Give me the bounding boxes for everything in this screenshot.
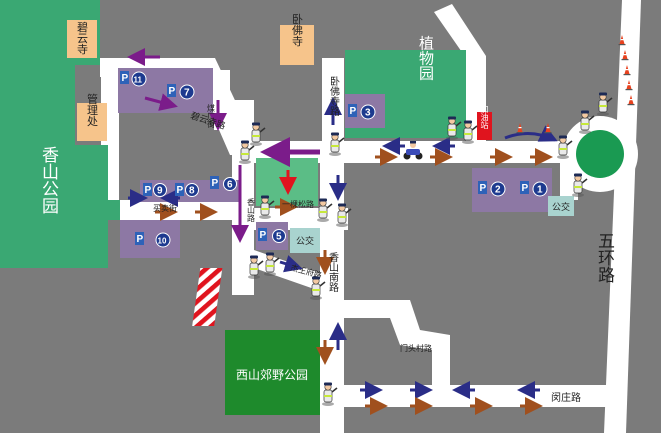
gas-station-box	[477, 112, 492, 140]
svg-text:P: P	[145, 185, 152, 196]
fifth-ring-road-label: 五环路	[594, 232, 615, 283]
management-office-label: 管理处	[86, 92, 99, 127]
svg-text:P: P	[137, 234, 144, 245]
mentoucun-road-label: 门头村路	[400, 343, 432, 353]
svg-text:8: 8	[189, 186, 195, 197]
xishan-park-label: 西山郊野公园	[236, 368, 308, 382]
svg-text:P: P	[260, 230, 267, 241]
roundabout-island	[576, 130, 624, 178]
svg-text:6: 6	[227, 180, 233, 191]
svg-text:10: 10	[158, 237, 167, 246]
botanical-garden-north-road	[434, 4, 486, 141]
restricted-zone	[192, 268, 223, 326]
parking-markers: P 11 P 7 P 3 P 9 P 8 P 6 P 10 P	[120, 71, 548, 248]
svg-text:1: 1	[537, 185, 543, 196]
gas-station-label: 加油站	[480, 104, 489, 130]
xiangshan-road-label: 香山路	[247, 197, 256, 222]
svg-text:2: 2	[495, 185, 501, 196]
bus-stop-east-label: 公交	[552, 201, 570, 213]
police-motorcycle-icon	[403, 141, 423, 160]
parking-lot-7-11	[118, 68, 213, 113]
svg-text:5: 5	[276, 232, 282, 243]
wofo-temple-road-label: 卧佛寺路	[328, 75, 340, 117]
botanical-garden-label: 植物园	[417, 36, 435, 81]
minzhuang-road-label: 闵庄路	[551, 391, 581, 404]
xiangshan-park-label: 香山公园	[38, 146, 59, 214]
svg-text:3: 3	[365, 108, 371, 119]
svg-text:9: 9	[157, 186, 163, 197]
svg-text:7: 7	[184, 88, 190, 99]
xishan-park-area	[225, 330, 320, 415]
biyun-temple-box	[67, 20, 97, 58]
traffic-arrows	[127, 48, 558, 415]
svg-text:P: P	[350, 106, 357, 117]
svg-text:P: P	[169, 86, 176, 97]
svg-text:P: P	[177, 185, 184, 196]
bus-stop-east-box	[548, 196, 574, 216]
yikesong-road-label: 一棵松路	[282, 199, 314, 209]
xiangshan-park-area	[0, 0, 120, 268]
svg-text:11: 11	[134, 76, 143, 85]
wofo-temple-box	[280, 25, 314, 65]
svg-text:P: P	[122, 73, 129, 84]
management-office-box	[77, 103, 107, 141]
meichang-street-label: 煤厂街	[207, 103, 216, 129]
fifth-ring-road-segment	[604, 0, 641, 433]
bus-stop-center-box	[290, 228, 320, 253]
svg-text:P: P	[212, 178, 219, 189]
bus-stop-center-label: 公交	[296, 235, 314, 247]
parking-lot-10	[120, 220, 180, 258]
xiangshan-south-road-label: 香山南路	[327, 252, 339, 293]
svg-text:P: P	[480, 183, 487, 194]
maimai-street-label: 买卖街	[153, 203, 177, 213]
parking-sign-icon	[120, 71, 129, 84]
wofo-temple-label: 卧佛寺	[291, 13, 304, 46]
svg-text:P: P	[522, 183, 529, 194]
biyun-temple-label: 碧云寺	[76, 21, 89, 54]
